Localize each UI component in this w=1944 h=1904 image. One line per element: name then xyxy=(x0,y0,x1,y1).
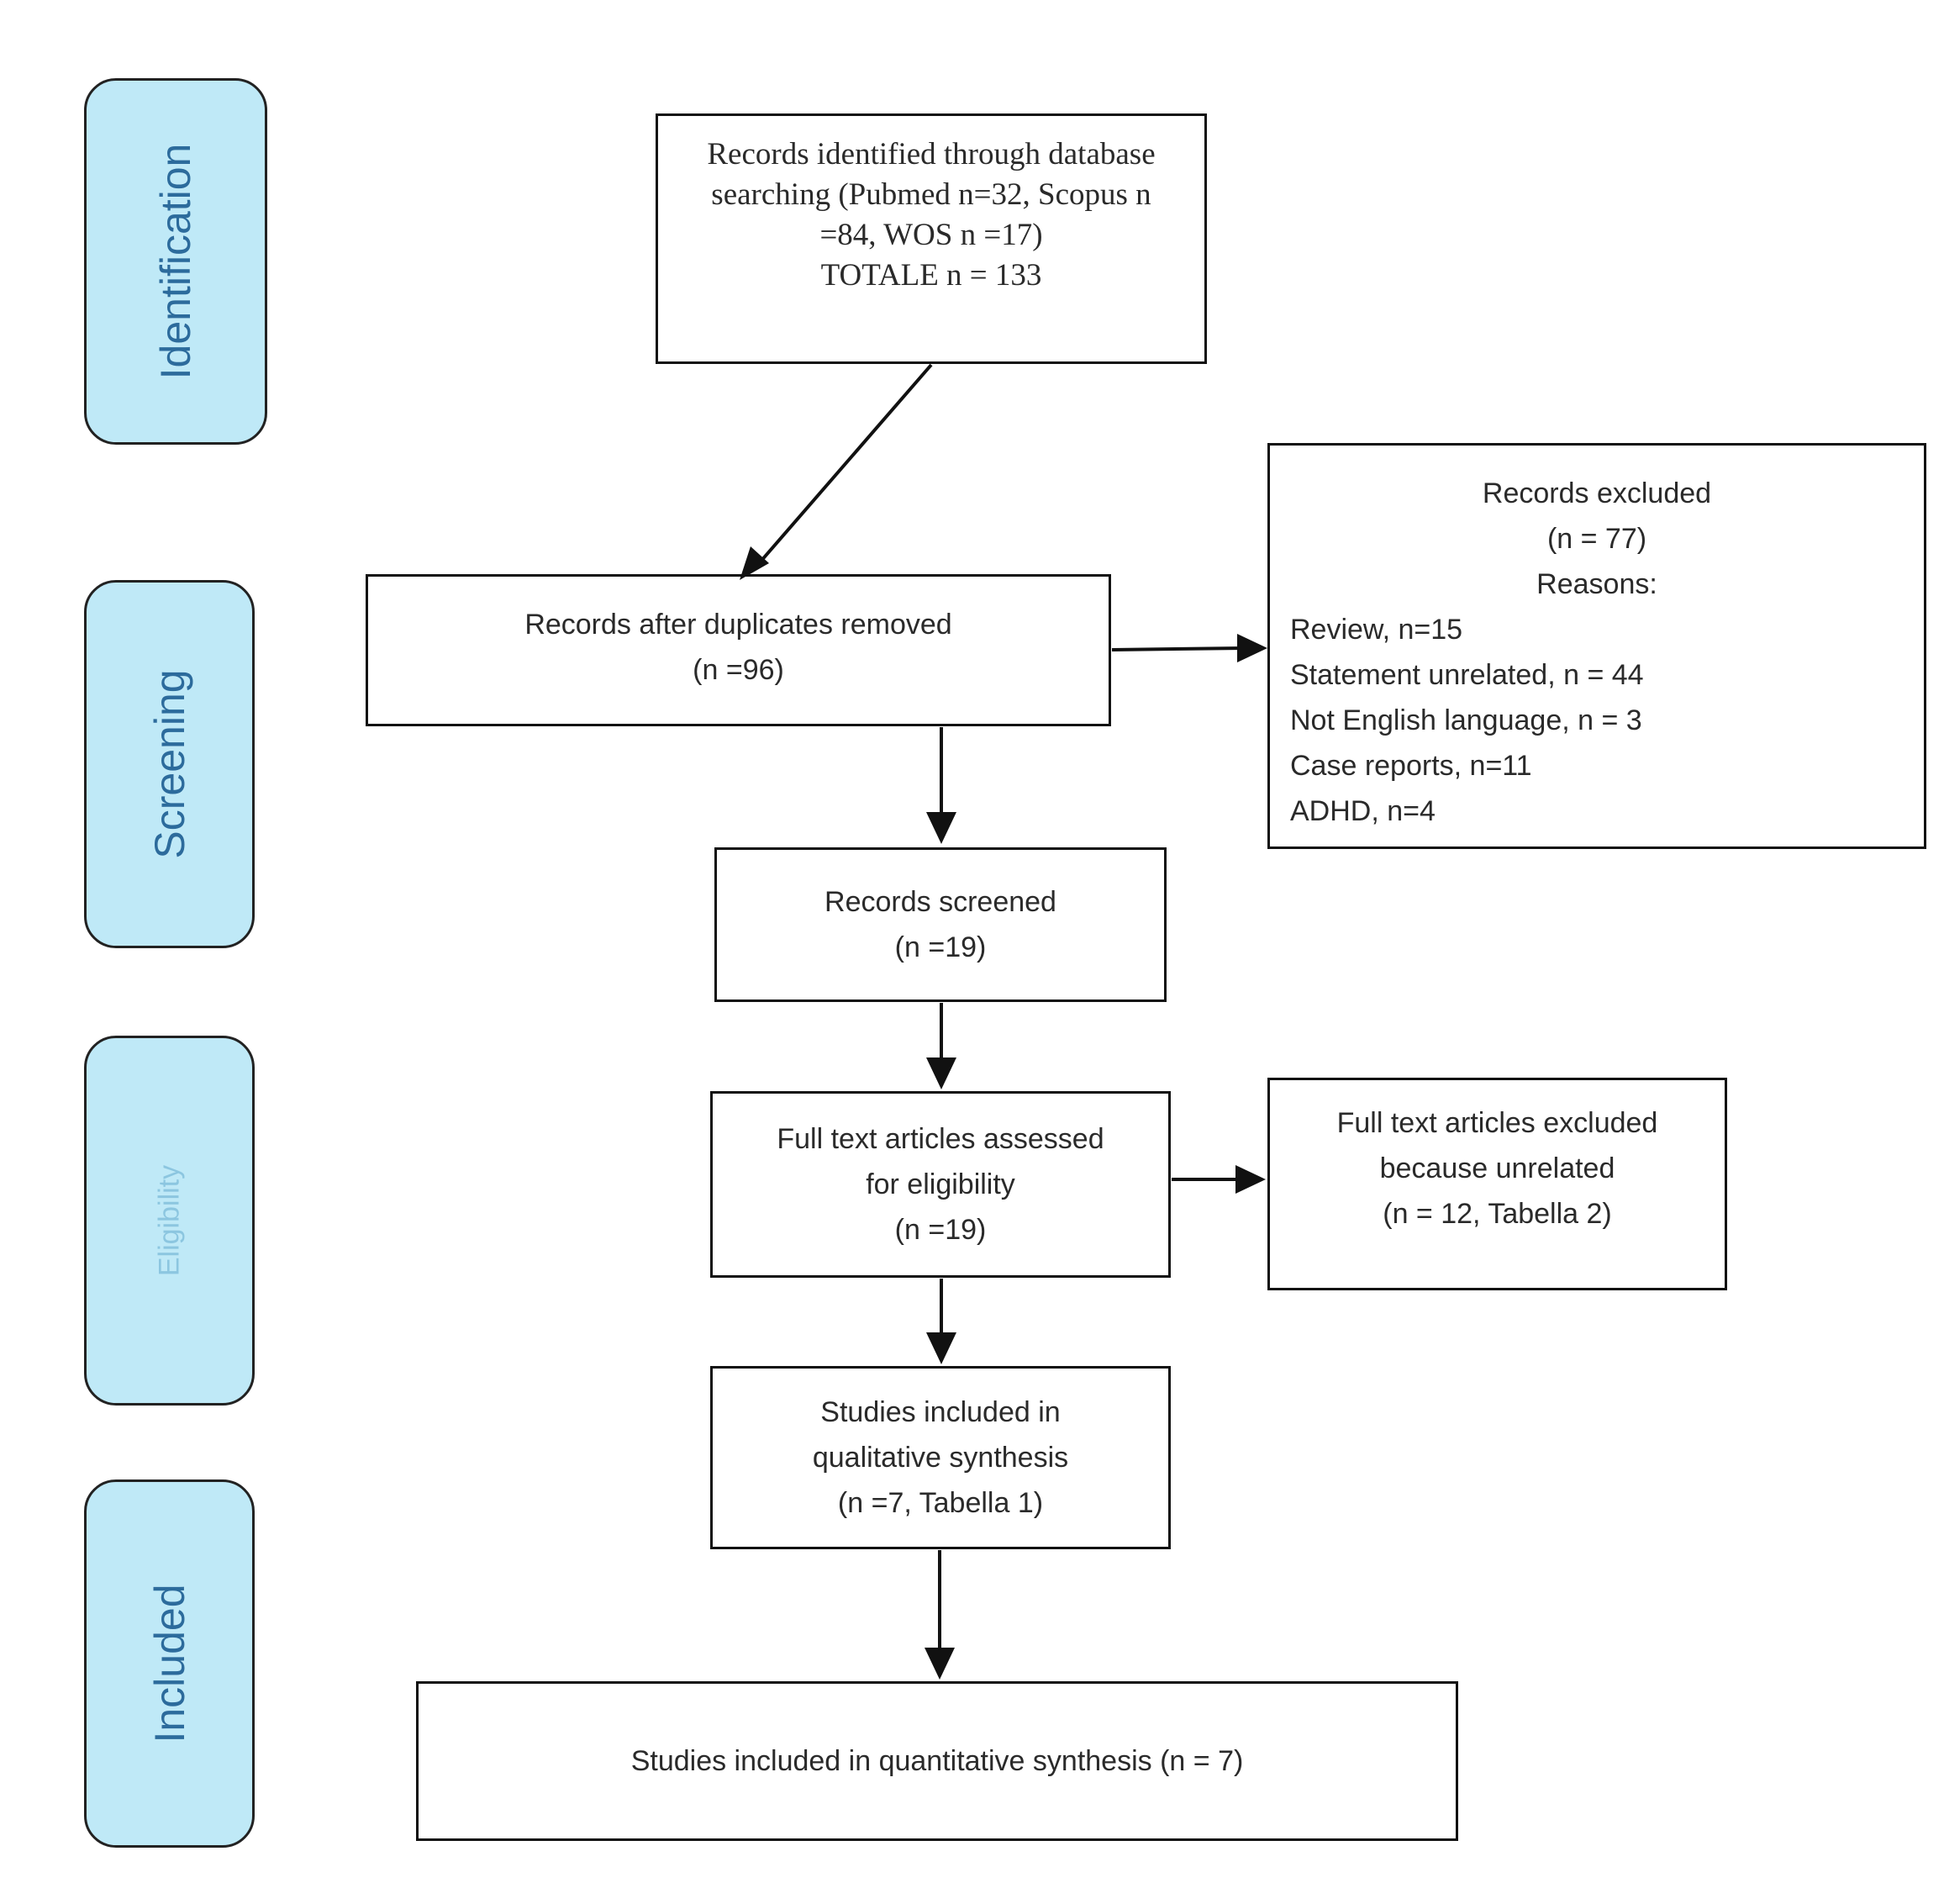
box-qualitative-synthesis: Studies included in qualitative synthesi… xyxy=(710,1366,1171,1549)
box-text-line: (n =19) xyxy=(894,1214,987,1246)
box-text-line: for eligibility xyxy=(866,1168,1015,1200)
arrowhead-fulltext-to-qualitative xyxy=(926,1332,956,1364)
exclusion-reason: Statement unrelated, n = 44 xyxy=(1290,659,1644,691)
arrowhead-duplicates-to-excluded xyxy=(1237,634,1267,662)
box-text-line: (n =96) xyxy=(693,654,784,686)
arrowhead-identified-to-duplicates xyxy=(740,546,769,580)
box-text-line: Records excluded xyxy=(1482,477,1712,509)
box-text-line: Records screened xyxy=(824,886,1056,918)
box-text-line: Full text articles excluded xyxy=(1336,1107,1658,1139)
box-text-line: (n = 77) xyxy=(1546,523,1647,555)
box-text-line: (n =19) xyxy=(894,931,987,963)
box-text-line: (n =7, Tabella 1) xyxy=(837,1487,1044,1519)
box-text-line: searching (Pubmed n=32, Scopus n xyxy=(711,177,1151,212)
exclusion-reason: Review, n=15 xyxy=(1290,614,1463,646)
arrow-identified-to-duplicates xyxy=(753,363,933,570)
box-quantitative-synthesis: Studies included in quantitative synthes… xyxy=(416,1681,1458,1841)
box-text-line: because unrelated xyxy=(1379,1152,1615,1184)
box-text-line: Studies included in xyxy=(820,1396,1061,1428)
box-text-line: Records identified through database xyxy=(707,137,1156,171)
box-text-line: =84, WOS n =17) xyxy=(819,218,1043,252)
box-text-line: Studies included in quantitative synthes… xyxy=(630,1745,1244,1777)
box-text-line: Full text articles assessed xyxy=(777,1123,1104,1155)
box-records-excluded: Records excluded (n = 77) Reasons: Revie… xyxy=(1267,443,1926,849)
arrowhead-duplicates-to-screened xyxy=(926,812,956,844)
exclusion-reason: ADHD, n=4 xyxy=(1290,795,1436,827)
box-text-line: (n = 12, Tabella 2) xyxy=(1383,1198,1612,1230)
stage-label-screening: Screening xyxy=(84,580,255,948)
box-text-line: Reasons: xyxy=(1536,568,1657,600)
arrowhead-fulltext-to-fulltext-excluded xyxy=(1235,1165,1266,1194)
exclusion-reasons-list: Review, n=15 Statement unrelated, n = 44… xyxy=(1270,607,1924,834)
stage-label-identification: Identification xyxy=(84,78,267,445)
box-text-line: TOTALE n = 133 xyxy=(820,258,1042,293)
box-records-identified: Records identified through database sear… xyxy=(656,113,1207,364)
box-text-line: Records after duplicates removed xyxy=(524,609,952,641)
arrowhead-screened-to-fulltext xyxy=(926,1057,956,1089)
exclusion-reason: Not English language, n = 3 xyxy=(1290,704,1642,736)
box-full-text-assessed: Full text articles assessed for eligibil… xyxy=(710,1091,1171,1278)
arrow-duplicates-to-excluded xyxy=(1111,646,1245,651)
box-records-after-duplicates: Records after duplicates removed (n =96) xyxy=(366,574,1111,726)
stage-label-included: Included xyxy=(84,1479,255,1848)
stage-label-eligibility: Eligibility xyxy=(84,1036,255,1406)
arrowhead-qualitative-to-quantitative xyxy=(925,1648,955,1680)
box-text-line: qualitative synthesis xyxy=(812,1442,1069,1474)
exclusion-reason: Case reports, n=11 xyxy=(1290,750,1532,782)
box-records-screened: Records screened (n =19) xyxy=(714,847,1167,1002)
box-full-text-excluded: Full text articles excluded because unre… xyxy=(1267,1078,1727,1290)
